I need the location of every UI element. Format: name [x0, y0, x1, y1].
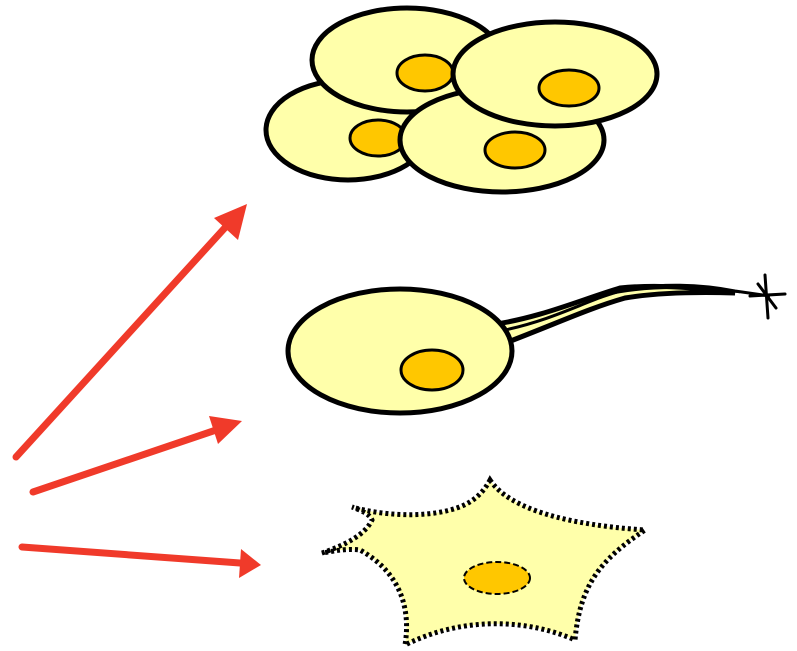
cell-body — [288, 289, 512, 413]
nucleus — [539, 70, 599, 106]
nucleus — [464, 562, 530, 594]
nucleus — [401, 350, 463, 390]
neuron-like-cell — [288, 275, 785, 413]
arrows — [16, 204, 261, 578]
dying-star-cell — [322, 480, 645, 645]
nucleus — [485, 132, 545, 168]
cell-cluster — [266, 8, 657, 192]
arrow-to-neuron-like-cell — [33, 416, 242, 492]
cluster-cell-right — [453, 22, 657, 126]
nucleus — [397, 55, 453, 91]
dotted-membrane — [322, 480, 645, 645]
axon-terminal-icon — [750, 275, 785, 318]
arrow-to-dying-star-cell — [22, 547, 261, 578]
